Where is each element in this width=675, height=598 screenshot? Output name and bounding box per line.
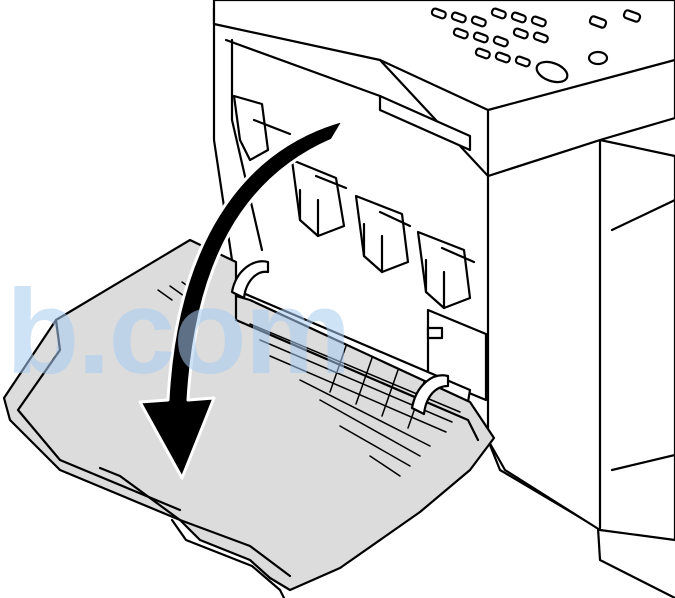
control-panel-button-icon [472, 31, 489, 44]
control-panel-button-icon [510, 11, 527, 24]
toner-cartridge-1 [232, 94, 270, 162]
curved-down-arrow-icon [138, 118, 346, 480]
toner-cartridges [232, 94, 476, 310]
door-handle-tab [170, 518, 286, 598]
control-panel-button-icon [474, 47, 491, 60]
control-panel-button-icon [450, 11, 467, 24]
control-panel-button-icon [512, 27, 529, 40]
control-panel-button-icon [532, 31, 549, 44]
control-panel-button-icon [494, 51, 511, 64]
control-panel-button-icon [430, 7, 447, 20]
toner-cartridge-3 [354, 194, 410, 274]
control-panel-button-icon [587, 50, 609, 66]
control-panel-button-icon [622, 9, 642, 23]
front-door [2, 238, 496, 592]
control-panel-button-icon [470, 15, 487, 28]
control-panel-button-icon [514, 55, 531, 68]
control-panel-buttons [430, 7, 642, 84]
control-panel-button-icon [490, 7, 507, 20]
toner-cartridge-4 [416, 230, 472, 310]
control-panel [212, 0, 675, 178]
control-panel-button-icon [535, 60, 569, 84]
control-panel-button-icon [530, 15, 547, 28]
control-panel-button-icon [492, 35, 509, 48]
door-hinge-right [410, 374, 450, 416]
front-handle [378, 94, 472, 152]
door-hinge-left [230, 260, 270, 300]
control-panel-button-icon [452, 27, 469, 40]
toner-cartridge-2 [290, 158, 346, 238]
control-panel-button-icon [588, 15, 608, 29]
printer-right-side [486, 138, 675, 542]
